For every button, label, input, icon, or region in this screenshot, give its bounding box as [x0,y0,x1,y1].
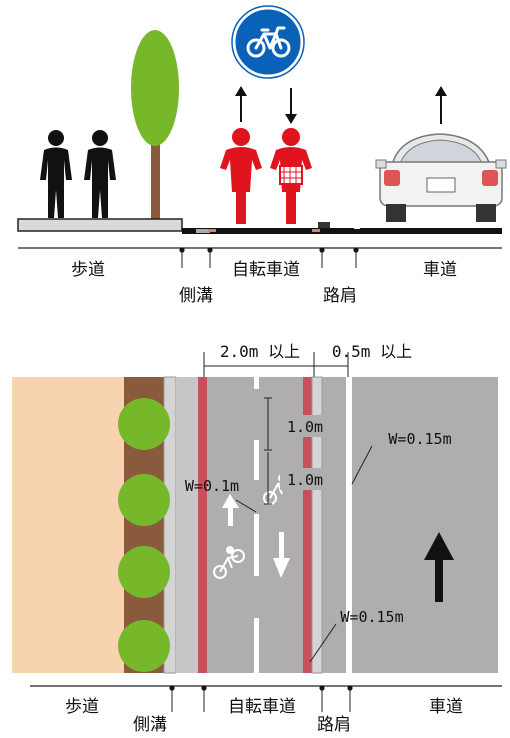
plan-view: 2.0m 以上 0.5m 以上 [12,342,502,735]
pedestrian-icon [40,130,72,218]
label-roadway: 車道 [429,697,463,717]
plan-axis [30,685,502,712]
cross-section-axis [18,247,502,268]
bike-lane-center-dashes [254,377,259,673]
dash-label-bg [280,415,330,437]
bike-lane-edge-left [198,377,207,673]
tree-icon [131,30,179,220]
edge-line-width-label: W=0.15m [388,430,451,448]
gap-label-bg [280,468,330,490]
tree-icon [118,398,170,672]
label-shoulder: 路肩 [317,715,351,735]
cyclist-icon [270,128,312,224]
bicycle-marking-icon [213,546,245,579]
label-bike-lane: 自転車道 [232,260,300,280]
leader-line [351,445,373,485]
bike-lane-width-label: 2.0m 以上 [220,342,300,361]
dash-gap-label: 1.0m [287,471,323,489]
roadway-up-arrow-icon [424,532,454,602]
pedestrian-icon [84,130,116,218]
leader-line [309,623,337,663]
outer-line-width-label: W=0.15m [340,608,403,626]
shoulder-curb [311,376,323,674]
sidewalk-paving [12,377,124,673]
label-roadway: 車道 [423,260,457,280]
center-line-width-label: W=0.1m [185,477,239,495]
label-side-ditch: 側溝 [179,286,213,306]
roadway-edge-line [346,377,352,673]
dash-dimension [264,397,272,505]
width-dimension [203,352,349,380]
cross-section: 歩道 側溝 自転車道 路肩 車道 [17,5,507,306]
label-side-ditch: 側溝 [133,715,167,735]
dash-length-label: 1.0m [287,418,323,436]
cyclist-icon [220,128,262,224]
bike-lane-edge-right [303,377,312,673]
up-arrow-icon [435,86,447,124]
label-bike-lane: 自転車道 [228,697,296,717]
label-shoulder: 路肩 [323,286,357,306]
leader-line [235,499,257,513]
road-cross-section [17,218,502,234]
shoulder-width-label: 0.5m 以上 [332,342,412,361]
up-arrow-icon [235,86,247,122]
bicycle-only-sign-icon [231,5,305,79]
label-sidewalk: 歩道 [71,260,105,280]
down-arrow-icon [285,88,297,124]
up-arrow-marking-icon [222,494,239,526]
car-icon [375,133,507,222]
down-arrow-marking-icon [273,532,290,578]
label-sidewalk: 歩道 [65,697,99,717]
